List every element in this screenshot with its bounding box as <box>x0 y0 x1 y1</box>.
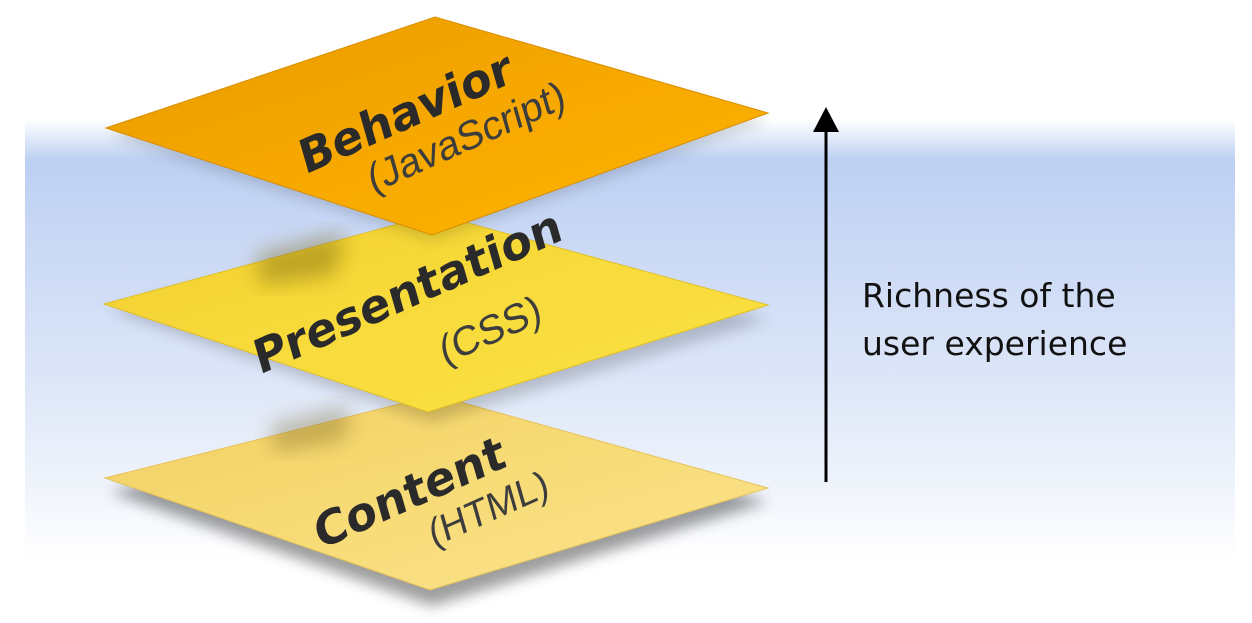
richness-arrow <box>813 107 839 482</box>
layer-content-cast-shadow <box>270 405 350 452</box>
layer-presentation-plane <box>102 213 770 413</box>
layer-behavior-plane <box>104 16 770 236</box>
layer-presentation: Presentation (CSS) <box>102 198 770 413</box>
arrow-up-icon <box>813 107 839 132</box>
richness-axis-label: Richness of the user experience <box>862 272 1242 368</box>
layer-behavior: Behavior (JavaScript) <box>104 16 770 236</box>
layer-presentation-cast-shadow <box>255 232 345 285</box>
richness-axis-label-line-1: Richness of the <box>862 276 1116 315</box>
richness-axis-label-line-2: user experience <box>862 324 1128 363</box>
layer-content: Content (HTML) <box>103 394 770 591</box>
